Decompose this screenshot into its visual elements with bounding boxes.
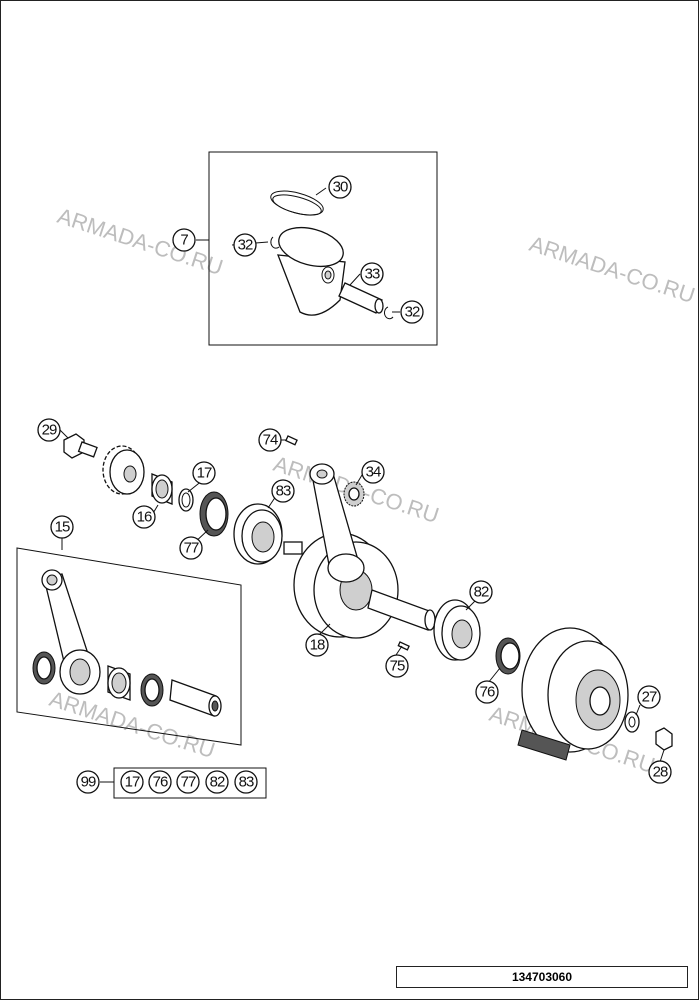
callout-15: 15 [50, 515, 74, 539]
callout-18: 18 [305, 633, 329, 657]
document-number: 134703060 [396, 966, 688, 988]
svg-text:74: 74 [263, 432, 278, 449]
svg-text:18: 18 [310, 637, 325, 654]
svg-text:77: 77 [184, 540, 199, 557]
circlip-right [383, 306, 394, 320]
rotor [517, 627, 629, 761]
svg-text:75: 75 [390, 658, 405, 675]
callout-83: 83 [271, 479, 295, 503]
svg-text:82: 82 [474, 584, 489, 601]
callout-75: 75 [385, 654, 409, 678]
svg-text:17: 17 [197, 465, 212, 482]
piston-kit-group [196, 151, 438, 346]
ball-bearing-82 [433, 599, 481, 661]
kit-callout-17: 17 [120, 770, 144, 794]
callout-27: 27 [637, 685, 661, 709]
repair-kit-group: 99 17 76 77 82 83 [76, 767, 267, 799]
svg-text:7: 7 [180, 232, 188, 249]
callout-32-left: 32 [233, 233, 257, 257]
callout-32-right: 32 [400, 300, 424, 324]
piston [277, 226, 346, 316]
callout-30: 30 [328, 175, 352, 199]
svg-text:30: 30 [333, 179, 348, 196]
shaft-seal-76 [495, 637, 521, 675]
piston-kit-box [208, 151, 438, 346]
washer-17 [178, 488, 194, 512]
callout-17: 17 [192, 461, 216, 485]
shaft-seal-77 [199, 491, 229, 537]
woodruff-key-75 [397, 641, 410, 651]
svg-text:99: 99 [81, 774, 96, 791]
kit-callout-76: 76 [148, 770, 172, 794]
watermark-2: ARMADA-CO.RU [526, 231, 698, 308]
ball-bearing-83 [233, 503, 283, 565]
callout-74: 74 [258, 428, 282, 452]
svg-text:82: 82 [210, 774, 225, 791]
svg-text:77: 77 [181, 774, 196, 791]
svg-text:34: 34 [366, 464, 381, 481]
svg-text:17: 17 [125, 774, 140, 791]
watermark-1: ARMADA-CO.RU [54, 203, 226, 280]
callout-77: 77 [179, 536, 203, 560]
washer-27 [624, 711, 640, 733]
callout-33: 33 [360, 262, 384, 286]
svg-text:33: 33 [365, 266, 380, 283]
svg-text:28: 28 [653, 764, 668, 781]
nut-28 [655, 727, 673, 751]
callout-16: 16 [132, 505, 156, 529]
woodruff-key-74 [285, 435, 298, 446]
callout-99: 99 [76, 770, 100, 794]
callout-28: 28 [648, 760, 672, 784]
svg-text:32: 32 [405, 304, 420, 321]
repair-kit-box [113, 767, 267, 799]
svg-text:29: 29 [42, 422, 57, 439]
svg-text:15: 15 [55, 519, 70, 536]
conrod-kit-box [16, 547, 242, 746]
drive-gear [102, 445, 145, 495]
kit-callout-77: 77 [176, 770, 200, 794]
svg-text:27: 27 [642, 689, 657, 706]
kit-callout-83: 83 [234, 770, 258, 794]
svg-text:32: 32 [238, 237, 253, 254]
conrod-kit-group [16, 534, 242, 746]
crankshaft-18 [283, 463, 436, 639]
needle-cage-34 [343, 481, 365, 507]
svg-text:83: 83 [276, 483, 291, 500]
svg-text:76: 76 [480, 684, 495, 701]
svg-text:83: 83 [239, 774, 254, 791]
callout-82: 82 [469, 580, 493, 604]
callout-29: 29 [37, 418, 61, 442]
circlip-left [270, 236, 280, 249]
svg-text:16: 16 [137, 509, 152, 526]
piston-pin [338, 282, 384, 314]
kit-callout-82: 82 [205, 770, 229, 794]
callout-76: 76 [475, 680, 499, 704]
needle-bearing-16 [151, 473, 173, 505]
callout-34: 34 [361, 460, 385, 484]
callout-7: 7 [172, 228, 196, 252]
crank-bolt [63, 433, 98, 459]
svg-text:76: 76 [153, 774, 168, 791]
